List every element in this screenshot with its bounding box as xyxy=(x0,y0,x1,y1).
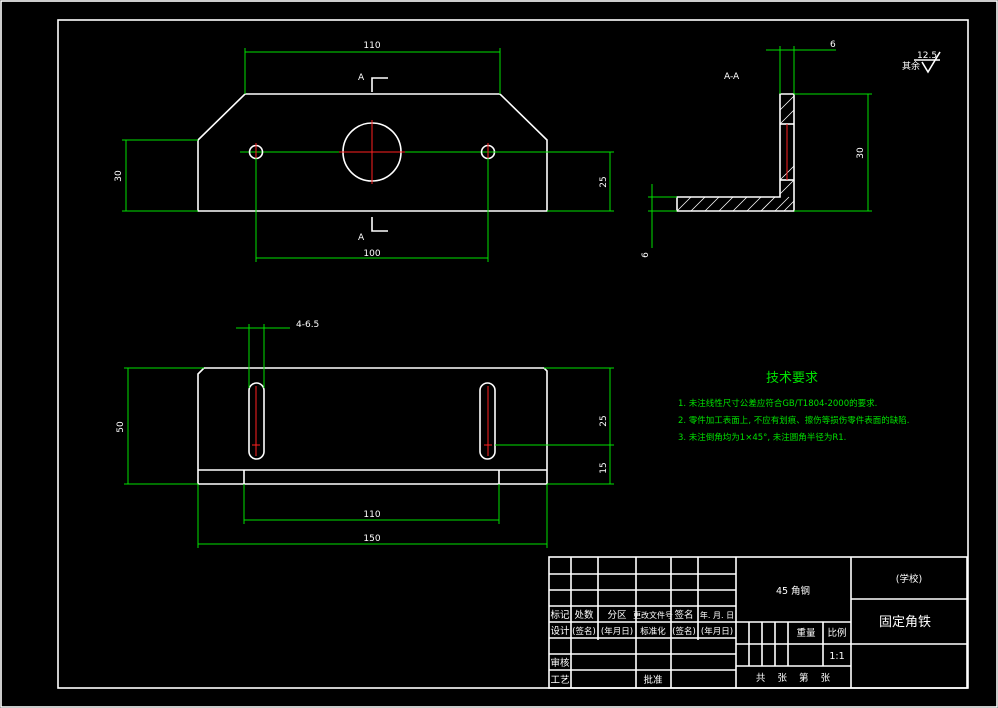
top-dim-150: 150 xyxy=(363,534,380,544)
dim-bottom-100: 100 xyxy=(363,249,380,259)
section-mark-bottom: A xyxy=(358,233,365,243)
top-view: 4-6.5 50 25 15 110 150 xyxy=(116,320,614,548)
right-slot xyxy=(479,382,496,460)
row-design: 设计 xyxy=(550,625,570,637)
top-dim-right-25: 25 xyxy=(599,415,609,426)
hdr-date: 年. 月. 日 xyxy=(700,610,734,620)
roughness-symbol: 12.5 其余 xyxy=(902,51,941,74)
roughness-label: 其余 xyxy=(902,60,920,72)
hdr-count: 处数 xyxy=(574,609,594,621)
school: (学校) xyxy=(896,573,922,585)
dim-left-30: 30 xyxy=(114,170,124,182)
row-design-date: (年月日) xyxy=(601,626,633,637)
hdr-change-doc: 更改文件号 xyxy=(633,610,673,620)
title-block: 45 角钢 (学校) 固定角铁 标记 处数 分区 更改文件号 签名 年. 月. … xyxy=(548,556,968,689)
row-standard-sign: (签名) xyxy=(672,626,696,637)
section-label: A-A xyxy=(724,72,740,82)
tech-title: 技术要求 xyxy=(766,371,818,386)
scale-value: 1:1 xyxy=(829,651,844,662)
section-view: A-A 6 30 6 xyxy=(641,40,872,258)
hdr-mark: 标记 xyxy=(550,609,570,621)
review-label: 审核 xyxy=(550,657,570,669)
section-dim-right-30: 30 xyxy=(856,147,866,159)
hole-spec-label: 4-6.5 xyxy=(296,320,319,330)
dim-right-25: 25 xyxy=(599,176,609,187)
top-dim-right-15: 15 xyxy=(599,462,609,473)
material: 45 角钢 xyxy=(776,585,810,597)
process-label: 工艺 xyxy=(550,675,569,686)
hdr-sign: 签名 xyxy=(674,609,693,621)
section-dim-top-6: 6 xyxy=(830,40,836,50)
top-dim-left-50: 50 xyxy=(116,421,126,433)
tech-requirements: 技术要求 1. 未注线性尺寸公差应符合GB/T1804-2000的要求. 2. … xyxy=(678,371,909,443)
weight-label: 重量 xyxy=(796,627,816,639)
tech-item-1: 1. 未注线性尺寸公差应符合GB/T1804-2000的要求. xyxy=(678,398,877,409)
angle-section xyxy=(676,93,795,212)
top-dim-110: 110 xyxy=(363,510,380,520)
row-standard: 标准化 xyxy=(640,626,666,637)
tech-item-2: 2. 零件加工表面上, 不应有划痕、擦伤等损伤零件表面的缺陷. xyxy=(678,415,909,426)
tech-item-3: 3. 未注倒角均为1×45°, 未注圆角半径为R1. xyxy=(678,432,846,443)
section-mark-top: A xyxy=(358,73,365,83)
inner-border xyxy=(57,19,969,689)
front-view: 110 100 30 25 A A xyxy=(114,41,614,262)
dim-top-110: 110 xyxy=(363,41,380,51)
approve-label: 批准 xyxy=(643,674,663,686)
roughness-value: 12.5 xyxy=(917,51,937,61)
hdr-zone: 分区 xyxy=(607,610,627,621)
row-design-sign: (签名) xyxy=(572,626,596,637)
row-standard-date: (年月日) xyxy=(701,626,733,637)
scale-label: 比例 xyxy=(827,627,846,639)
part-name: 固定角铁 xyxy=(879,615,931,630)
section-dim-left-6: 6 xyxy=(641,252,651,258)
left-slot xyxy=(248,382,265,460)
sheets-label: 共 张 第 张 xyxy=(756,672,831,684)
